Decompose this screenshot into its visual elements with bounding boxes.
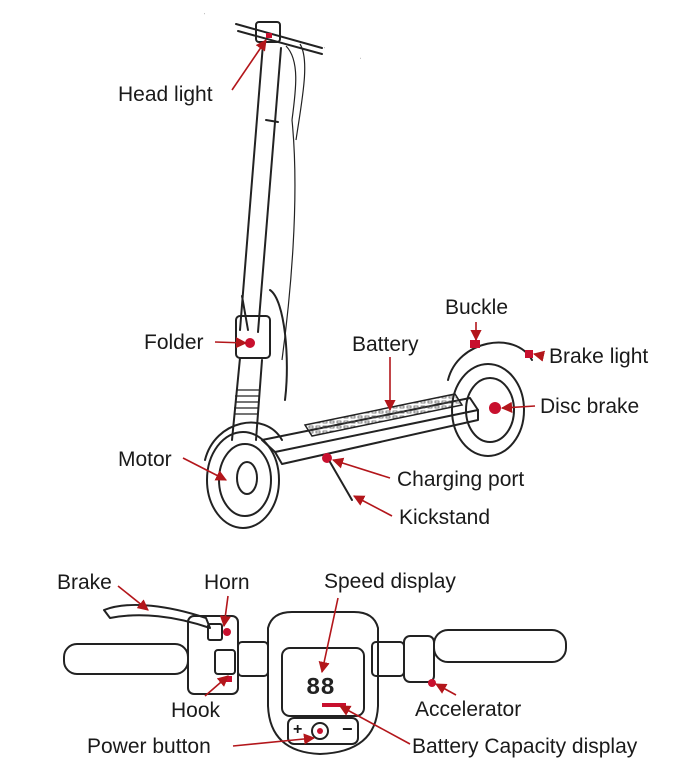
label-battery: Battery bbox=[352, 333, 419, 356]
top-handlebar bbox=[204, 12, 361, 141]
stem bbox=[239, 43, 296, 361]
label-hook: Hook bbox=[171, 699, 221, 722]
label-buckle: Buckle bbox=[445, 296, 509, 319]
label-brake: Brake bbox=[57, 571, 112, 594]
handlebar-detail: 88 bbox=[63, 603, 567, 755]
label-disc-brake: Disc brake bbox=[540, 395, 640, 418]
label-kickstand: Kickstand bbox=[399, 506, 491, 529]
label-charging-port: Charging port bbox=[397, 468, 525, 491]
minus-button[interactable]: − bbox=[342, 719, 353, 739]
label-folder: Folder bbox=[144, 331, 204, 354]
handlebar-callouts bbox=[117, 585, 457, 747]
rear-wheel bbox=[447, 340, 533, 457]
scooter-illustration bbox=[204, 12, 533, 529]
label-head-light: Head light bbox=[118, 83, 213, 106]
label-speed-display: Speed display bbox=[324, 570, 456, 593]
label-battery-capacity-display: Battery Capacity display bbox=[412, 735, 638, 758]
front-fork bbox=[231, 357, 263, 441]
scooter-callouts bbox=[182, 39, 546, 517]
folder-assembly bbox=[235, 289, 288, 401]
label-accelerator: Accelerator bbox=[415, 698, 522, 721]
label-motor: Motor bbox=[118, 448, 172, 471]
plus-button[interactable]: + bbox=[293, 721, 303, 738]
label-horn: Horn bbox=[204, 571, 250, 594]
speed-readout: 88 bbox=[306, 675, 335, 702]
label-power-button: Power button bbox=[87, 735, 211, 758]
label-brake-light: Brake light bbox=[549, 345, 649, 368]
